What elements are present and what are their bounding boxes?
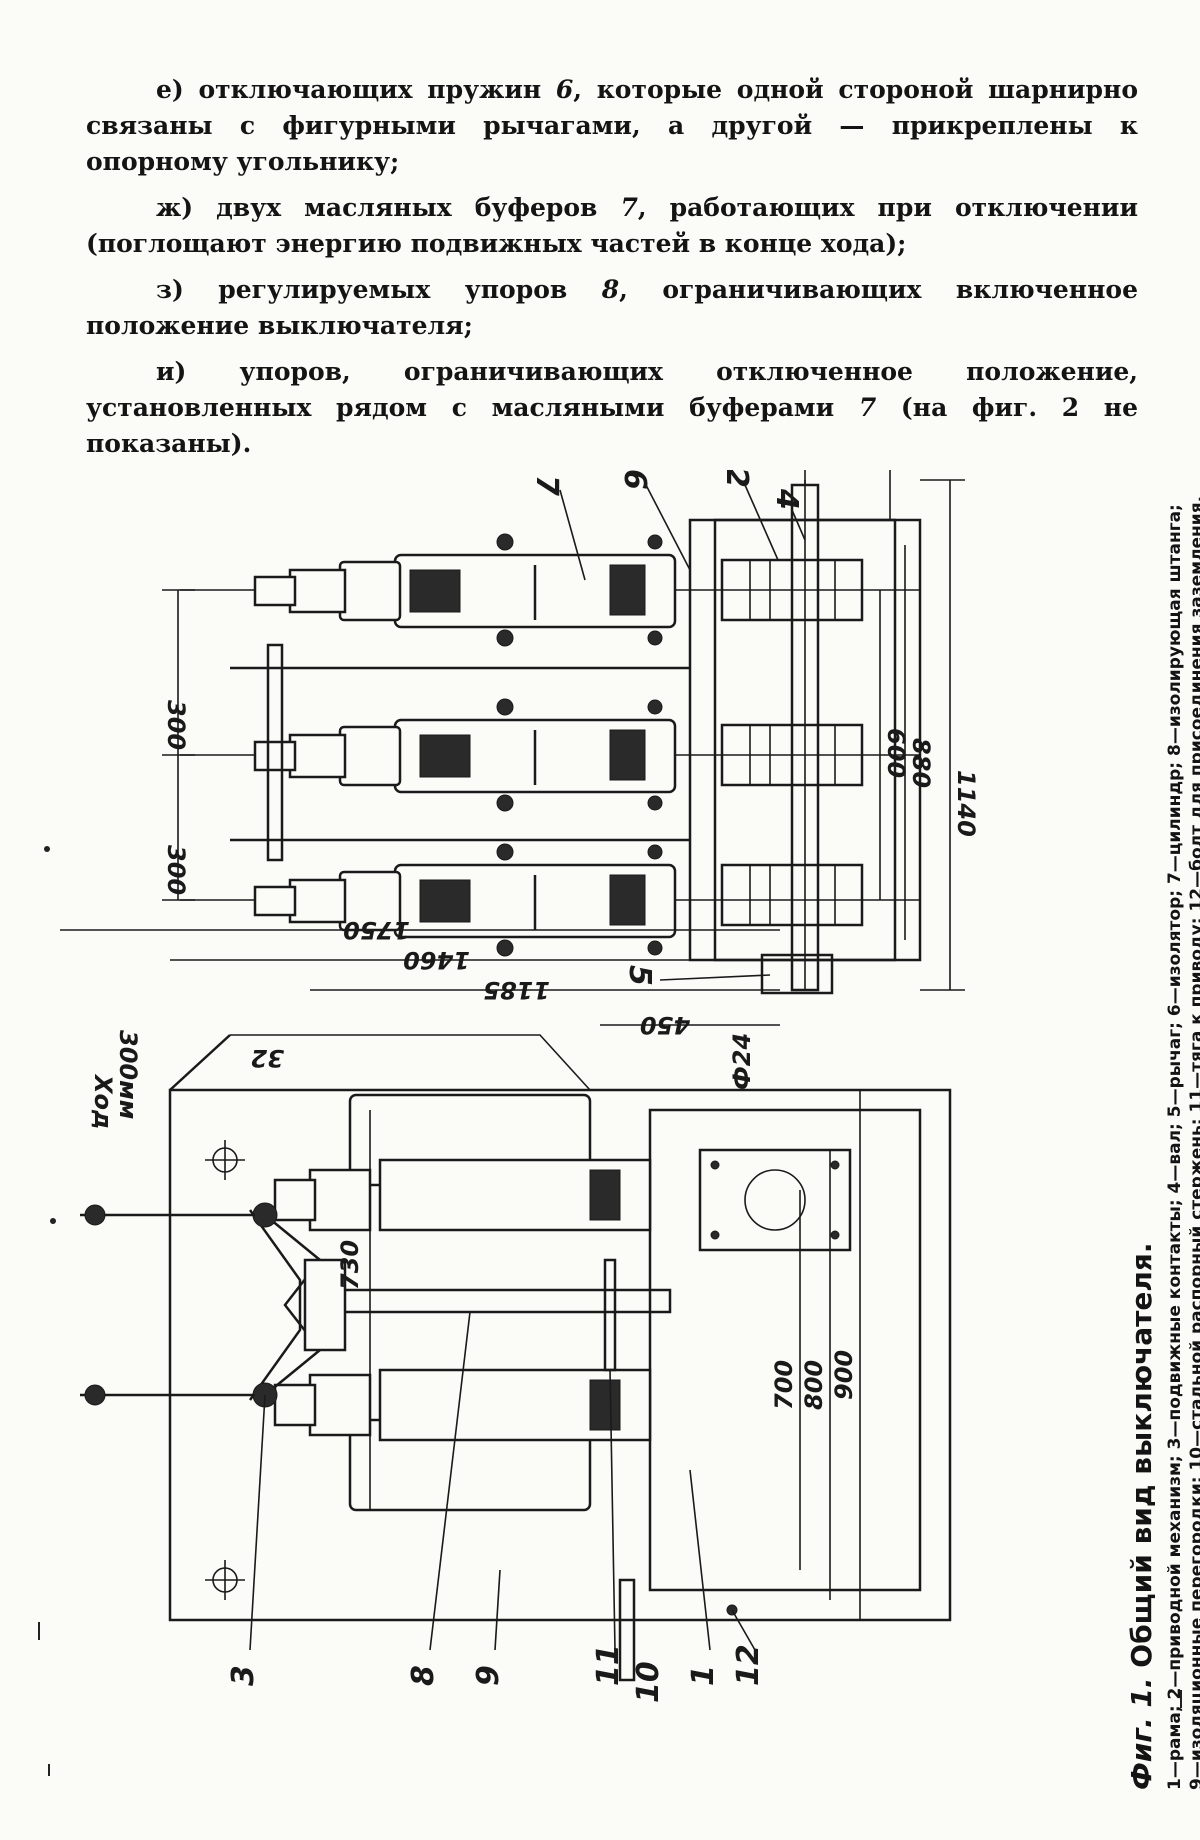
figure-caption: Фиг. 1. Общий вид выключателя. 1—рама; 2… (1125, 490, 1200, 1790)
dim-300mm: 300мм (114, 1030, 142, 1119)
dim-450: 450 (640, 1011, 691, 1039)
breaker-drawing: 300 300 600 880 1140 210 7 6 (50, 470, 1170, 1770)
text-item-i: и) упоров, ограничивающих отключенное по… (86, 354, 1138, 462)
margin-mark (38, 1622, 40, 1640)
callout-7: 7 (529, 475, 564, 496)
dim-700: 700 (770, 1360, 798, 1410)
dim-900: 900 (830, 1350, 858, 1400)
callout-11: 11 (591, 1644, 626, 1686)
callout-12: 12 (731, 1644, 766, 1686)
dim-880: 880 (907, 738, 935, 788)
callout-10: 10 (631, 1661, 666, 1703)
callout-3: 3 (226, 1665, 261, 1686)
dim-1750: 1750 (343, 916, 410, 944)
insulating-rod (330, 1290, 670, 1312)
callout-4: 4 (769, 488, 804, 510)
dim-730: 730 (336, 1240, 364, 1290)
callout-2: 2 (719, 470, 754, 488)
text-item-zh: ж) двух масляных буферов 7, работающих п… (86, 190, 1138, 262)
dim-1185: 1185 (483, 976, 550, 1004)
side-view: 1750 1460 1185 450 32 Ход 300мм 730 700 … (60, 916, 950, 1703)
callout-1: 1 (686, 1665, 721, 1686)
dim-1140: 1140 (952, 770, 980, 837)
text-item-e: е) отключающих пружин 6, которые одной с… (86, 72, 1138, 180)
caption-title: Фиг. 1. Общий вид выключателя. (1125, 490, 1158, 1790)
callout-8: 8 (406, 1665, 441, 1686)
callout-6: 6 (617, 470, 652, 490)
drive-box (700, 1150, 850, 1250)
dim-300-a: 300 (162, 700, 190, 750)
body-text: е) отключающих пружин 6, которые одной с… (86, 72, 1138, 472)
caption-legend: 1—рама; 2—приводной механизм; 3—подвижны… (1164, 490, 1200, 1790)
text-item-z: з) регулируемых упоров 8, ограничивающих… (86, 272, 1138, 344)
dim-32: 32 (251, 1044, 284, 1072)
top-view: 300 300 600 880 1140 210 7 6 (162, 470, 980, 993)
dim-1460: 1460 (403, 946, 470, 974)
callout-5: 5 (622, 965, 657, 986)
dim-800: 800 (800, 1360, 828, 1410)
callout-9: 9 (471, 1665, 506, 1686)
dim-f24: Ф24 (728, 1033, 756, 1090)
dim-300-b: 300 (162, 845, 190, 895)
label-hod: Ход (89, 1073, 117, 1129)
